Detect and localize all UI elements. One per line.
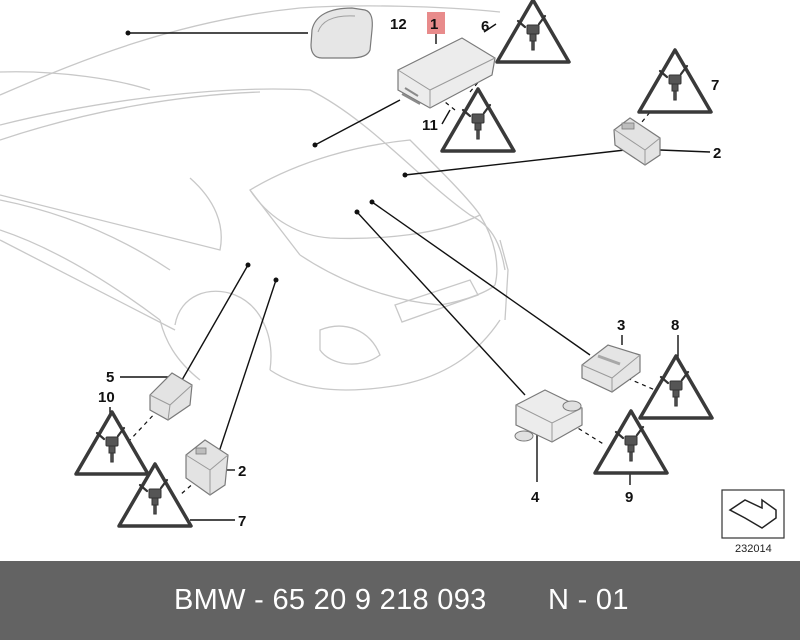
warning-triangle-10 — [74, 410, 150, 476]
part-12-handle-sensor — [310, 7, 373, 59]
callout-7-bottom: 7 — [238, 513, 246, 530]
callout-9: 9 — [625, 489, 633, 506]
callout-6: 6 — [481, 18, 489, 35]
leader-dashes — [129, 61, 661, 496]
part-2-sensor-right — [613, 117, 661, 166]
warning-triangle-9 — [593, 409, 669, 475]
warning-triangle-8 — [638, 354, 714, 420]
part-3-sensor-module — [581, 344, 641, 393]
reference-number: 232014 — [735, 543, 772, 555]
car-outline — [0, 5, 509, 391]
callout-1: 1 — [430, 16, 438, 33]
part-1-control-unit — [397, 37, 496, 109]
callout-3: 3 — [617, 317, 625, 334]
reference-box: 232014 — [721, 489, 785, 555]
callout-2-left: 2 — [238, 463, 246, 480]
part-number-footer: BMW - 65 20 9 218 093 N - 01 — [0, 561, 800, 640]
index-label: N - 01 — [548, 584, 629, 616]
part-number-label: BMW - 65 20 9 218 093 — [174, 584, 487, 616]
warning-triangle-11 — [440, 87, 516, 153]
callout-12: 12 — [390, 16, 407, 33]
callout-11: 11 — [422, 117, 438, 134]
part-2-sensor-left — [185, 439, 229, 496]
callout-7-top: 7 — [711, 77, 719, 94]
leader-lines — [109, 23, 711, 521]
callout-1-highlight — [427, 12, 445, 34]
warning-triangle-6 — [495, 0, 571, 64]
callout-10: 10 — [98, 389, 115, 406]
callout-5: 5 — [106, 369, 114, 386]
warning-triangle-7-top — [637, 48, 713, 114]
leader-dots — [125, 30, 408, 283]
callout-8: 8 — [671, 317, 679, 334]
callout-2-right: 2 — [713, 145, 721, 162]
part-5-module — [149, 372, 193, 421]
part-4-module — [514, 389, 583, 443]
parts-diagram: 12 1 6 11 7 2 3 8 4 9 5 10 2 7 232014 — [0, 0, 785, 555]
callout-4: 4 — [531, 489, 540, 506]
